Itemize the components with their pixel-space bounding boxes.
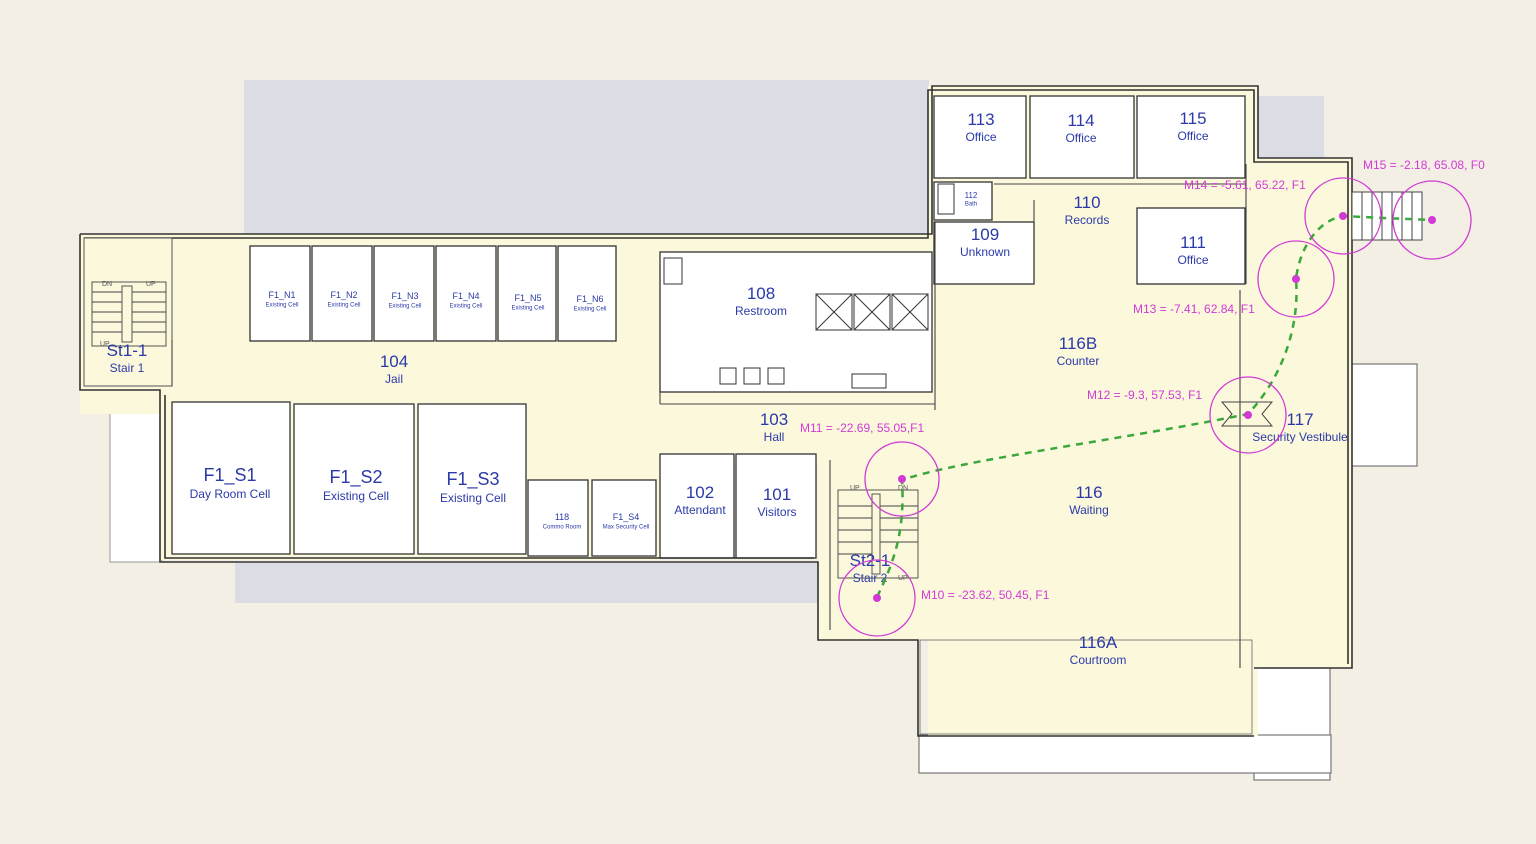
room-number-118: 118 xyxy=(555,512,569,522)
room-name-f1-n5: Existing Cell xyxy=(511,306,544,312)
room-name-108: Restroom xyxy=(735,304,787,318)
room-name-st1-1: Stair 1 xyxy=(110,361,145,375)
exterior-stair xyxy=(1351,191,1423,241)
room-number-f1-n4: F1_N4 xyxy=(452,291,479,301)
exterior-shading xyxy=(109,80,1418,781)
room-name-f1-s1: Day Room Cell xyxy=(190,487,271,501)
restroom-fixtures xyxy=(663,183,955,389)
room-name-f1-s3: Existing Cell xyxy=(440,491,506,505)
waypoint-m14-label: M14 = -5.61, 65.22, F1 xyxy=(1184,178,1306,192)
room-number-110: 110 xyxy=(1073,193,1100,212)
room-name-109: Unknown xyxy=(960,245,1010,259)
room-number-f1-s4: F1_S4 xyxy=(613,512,640,522)
room-number-112: 112 xyxy=(965,191,978,200)
room-name-104: Jail xyxy=(385,372,403,386)
stair-1-up-mark: UP xyxy=(146,281,156,288)
stair-1-up-mark-2: UP xyxy=(100,341,110,348)
room-name-f1-n2: Existing Cell xyxy=(327,303,360,309)
waypoint-m13-label: M13 = -7.41, 62.84, F1 xyxy=(1133,302,1255,316)
room-number-113: 113 xyxy=(967,110,994,129)
room-number-104: 104 xyxy=(380,352,408,371)
waypoint-m14-marker[interactable] xyxy=(1339,212,1347,220)
room-number-116: 116 xyxy=(1075,483,1102,502)
stair-1-graphic xyxy=(91,281,167,347)
room-name-f1-s2: Existing Cell xyxy=(323,489,389,503)
waypoint-m11-marker[interactable] xyxy=(898,475,906,483)
room-name-101: Visitors xyxy=(757,505,796,519)
room-number-117: 117 xyxy=(1286,410,1313,429)
room-name-117: Security Vestibule xyxy=(1252,430,1348,444)
room-name-116a: Courtroom xyxy=(1070,653,1127,667)
room-name-110: Records xyxy=(1065,213,1110,227)
room-name-113: Office xyxy=(965,130,996,144)
stair-2-dn-mark: DN xyxy=(898,485,908,492)
room-number-101: 101 xyxy=(763,485,791,504)
waypoint-m13-radius xyxy=(1257,240,1335,318)
room-number-109: 109 xyxy=(971,225,999,244)
room-number-103: 103 xyxy=(760,410,788,429)
waypoint-m14-radius xyxy=(1304,177,1382,255)
room-name-f1-s4: Max Security Cell xyxy=(603,525,650,531)
waypoint-m15-label: M15 = -2.18, 65.08, F0 xyxy=(1363,158,1485,172)
waypoint-m11-label: M11 = -22.69, 55.05,F1 xyxy=(800,421,925,435)
room-name-f1-n6: Existing Cell xyxy=(573,307,606,313)
room-name-116b: Counter xyxy=(1057,354,1100,368)
room-name-115: Office xyxy=(1177,129,1208,143)
vestibule-door xyxy=(1220,401,1274,427)
waypoint-m15-radius xyxy=(1392,180,1472,260)
room-number-f1-n1: F1_N1 xyxy=(268,290,295,300)
room-name-102: Attendant xyxy=(674,503,726,517)
room-number-115: 115 xyxy=(1179,109,1206,128)
room-number-f1-s1: F1_S1 xyxy=(203,465,256,486)
room-name-st2-1: Stair 2 xyxy=(853,571,888,585)
waypoint-m15-marker[interactable] xyxy=(1428,216,1436,224)
waypoint-m10-label: M10 = -23.62, 50.45, F1 xyxy=(921,588,1050,602)
waypoint-m10-radius xyxy=(838,559,916,637)
room-name-112: Bath xyxy=(965,202,977,208)
waypoint-m11-radius xyxy=(864,441,940,517)
room-number-f1-n3: F1_N3 xyxy=(391,291,418,301)
waypoint-m12-radius xyxy=(1209,376,1287,454)
room-number-f1-s2: F1_S2 xyxy=(329,467,382,488)
waypoint-m13-marker[interactable] xyxy=(1292,275,1300,283)
interior-walls xyxy=(171,164,1247,668)
waypoints: M10 = -23.62, 50.45, F1 M11 = -22.69, 55.… xyxy=(800,158,1485,637)
room-name-f1-n3: Existing Cell xyxy=(388,304,421,310)
waypoint-m12-marker[interactable] xyxy=(1244,411,1252,419)
room-name-114: Office xyxy=(1065,131,1096,145)
room-number-108: 108 xyxy=(747,284,775,303)
room-name-103: Hall xyxy=(764,430,785,444)
room-name-116: Waiting xyxy=(1069,503,1109,517)
stair-1-dn-mark: DN xyxy=(102,281,112,288)
waypoint-m10-marker[interactable] xyxy=(873,594,881,602)
room-number-114: 114 xyxy=(1067,111,1094,130)
room-number-f1-s3: F1_S3 xyxy=(446,469,499,490)
room-boxes xyxy=(171,95,1246,559)
room-number-116b: 116B xyxy=(1059,334,1097,353)
waypoint-m12-label: M12 = -9.3, 57.53, F1 xyxy=(1087,388,1202,402)
room-name-f1-n4: Existing Cell xyxy=(449,304,482,310)
stair-2-up-mark-2: UP xyxy=(898,575,908,582)
room-number-f1-n5: F1_N5 xyxy=(514,293,541,303)
stair-2-up-mark: UP xyxy=(850,485,860,492)
room-name-111: Office xyxy=(1177,253,1208,267)
room-name-f1-n1: Existing Cell xyxy=(265,303,298,309)
room-number-f1-n6: F1_N6 xyxy=(576,294,603,304)
room-number-116a: 116A xyxy=(1079,633,1118,652)
room-number-111: 111 xyxy=(1180,233,1206,252)
room-number-f1-n2: F1_N2 xyxy=(330,290,357,300)
room-number-102: 102 xyxy=(686,483,714,502)
room-name-118: Commo Room xyxy=(543,525,582,531)
room-number-st1-1: St1-1 xyxy=(107,341,148,360)
stair-2-graphic xyxy=(837,489,919,579)
